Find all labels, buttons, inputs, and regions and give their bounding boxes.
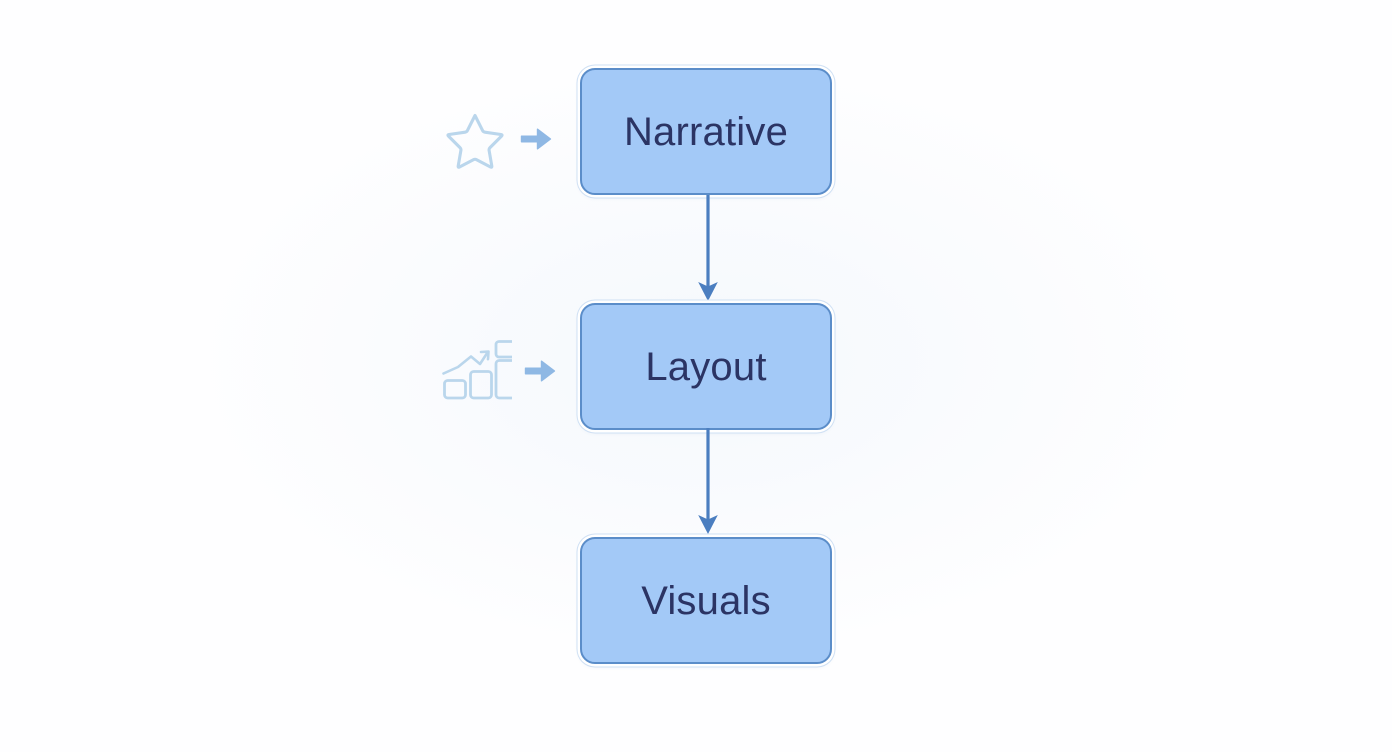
node-layout-label: Layout	[645, 344, 767, 389]
arrow-right-icon	[520, 126, 552, 157]
bar-chart-icon	[440, 340, 519, 407]
side-group-narrative	[444, 108, 552, 175]
connector-narrative-to-layout	[690, 195, 726, 305]
node-narrative[interactable]: Narrative	[580, 68, 832, 195]
node-visuals-label: Visuals	[641, 578, 771, 623]
side-group-layout	[440, 340, 556, 407]
node-visuals[interactable]: Visuals	[580, 537, 832, 664]
node-layout[interactable]: Layout	[580, 303, 832, 430]
connector-layout-to-visuals	[690, 428, 726, 538]
star-icon	[444, 108, 506, 175]
node-narrative-label: Narrative	[623, 109, 789, 154]
arrow-right-icon	[524, 358, 556, 389]
